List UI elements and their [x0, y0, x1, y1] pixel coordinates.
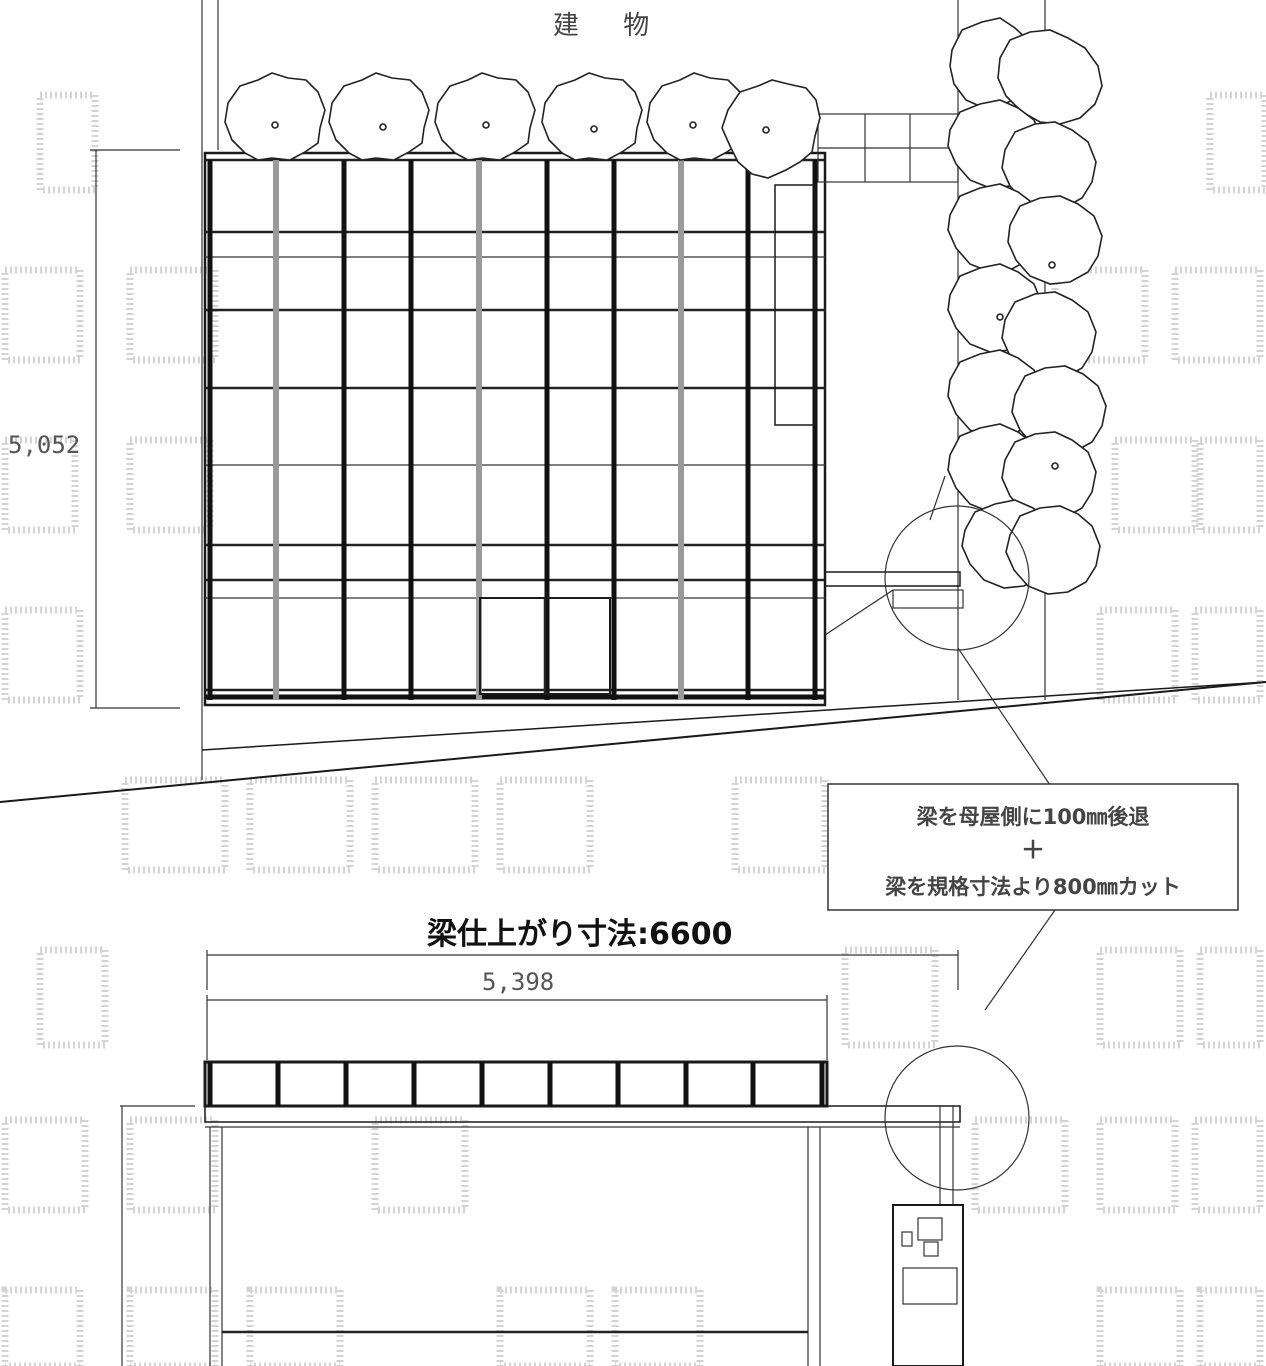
- utility-box: [892, 1204, 964, 1366]
- note-plus: ＋: [1021, 836, 1045, 864]
- leader-line-top: [957, 647, 1051, 786]
- note-line-2: 梁を規格寸法より800㎜カット: [884, 875, 1180, 899]
- height-dimension-line: [90, 149, 180, 709]
- height-dimension-label: 5,052: [8, 431, 80, 459]
- note-line-1: 梁を母屋側に100㎜後退: [916, 805, 1150, 829]
- leader-line-bottom: [984, 909, 1056, 1011]
- building-label: 建 物: [553, 11, 667, 41]
- beam-dimension-line: [206, 950, 959, 990]
- width-dimension-line: [206, 995, 828, 1060]
- building-wall: [201, 0, 219, 780]
- ground-line: [0, 681, 1266, 803]
- note-box: [827, 783, 1239, 911]
- tree-column-right: [947, 17, 1107, 595]
- carport-front-elevation: [203, 151, 827, 707]
- beam-finished-dimension: 梁仕上がり寸法:6600: [427, 917, 733, 952]
- carport-side-view: [120, 1060, 961, 1366]
- detail-circle-bottom: [884, 1045, 1030, 1191]
- detail-circle-top: [884, 475, 1030, 651]
- extended-beam: [824, 571, 964, 636]
- watermark-pattern: [1, 91, 1266, 1366]
- tree-row-top: [224, 72, 821, 179]
- width-dimension-label: 5,398: [482, 968, 554, 996]
